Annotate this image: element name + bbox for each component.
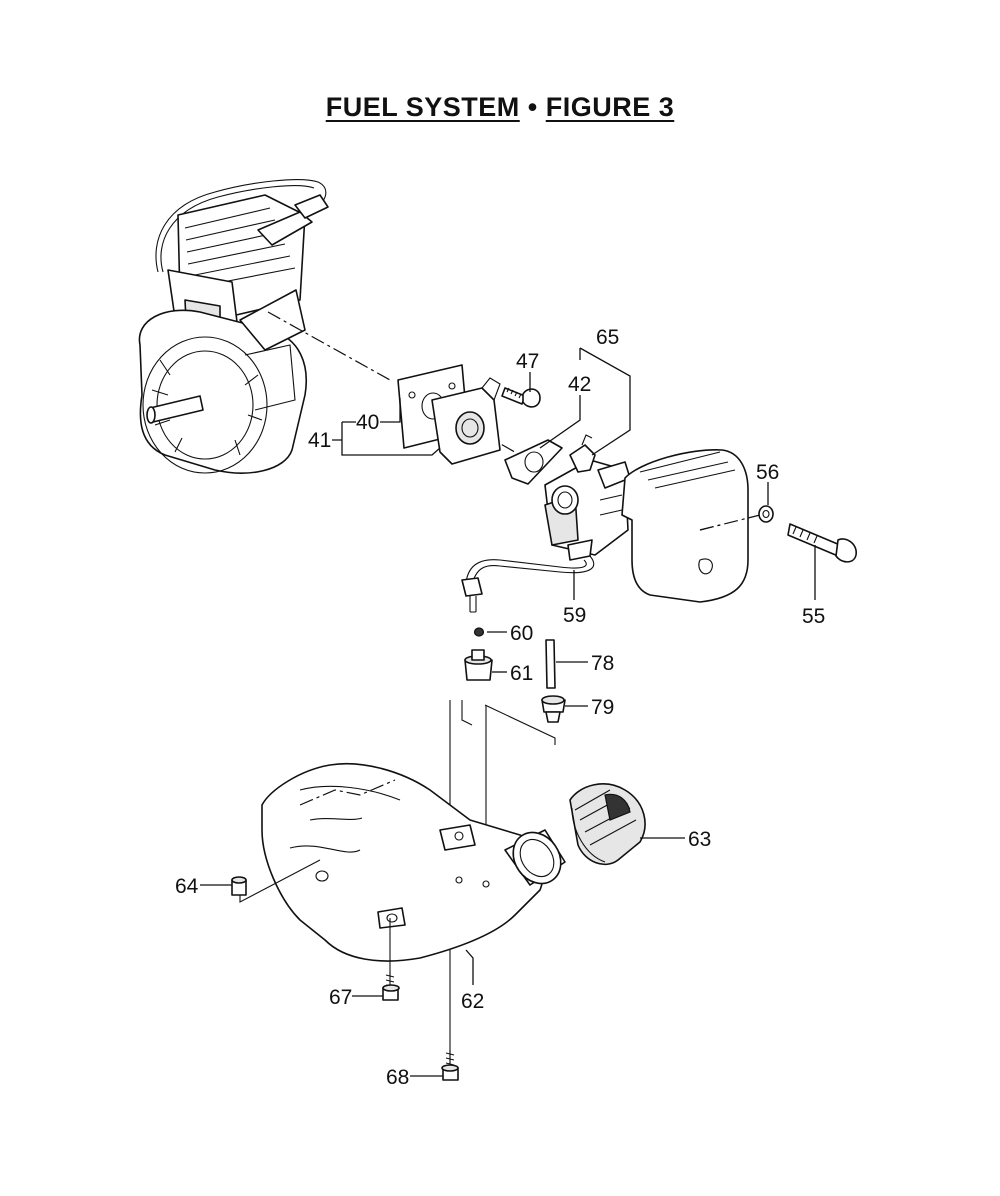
leader-65 [579,347,631,456]
label-40: 40 [356,411,379,434]
label-62: 62 [461,990,484,1013]
part-55-long-bolt [787,523,857,563]
figure-title: FUEL SYSTEM • FIGURE 3 [0,92,1000,123]
part-41-insulator [431,377,501,465]
part-42-carb-gasket [504,439,563,485]
label-63: 63 [688,828,711,851]
part-67-screw [382,972,400,1001]
part-64-bushing [231,859,321,903]
part-65-carburetor [544,434,631,561]
label-59: 59 [563,604,586,627]
bracket-primer [461,700,473,726]
title-right: FIGURE 3 [545,92,675,122]
leader-62 [465,949,474,985]
part-63-fuel-cap [569,783,646,866]
part-59-fuel-line [461,555,595,613]
leader-40 [380,398,401,423]
part-62-fuel-tank [261,762,566,975]
label-64: 64 [175,875,199,898]
label-41: 41 [308,429,331,452]
air-cleaner-cover [621,449,761,603]
part-47-bolt [501,387,541,408]
part-79-grommet [541,695,566,723]
label-65: 65 [596,326,619,349]
label-61: 61 [510,662,533,685]
label-60: 60 [510,622,533,645]
title-separator: • [527,92,538,122]
label-67: 67 [329,986,352,1009]
part-78-return-pipe [545,639,556,689]
leader-41 [332,421,441,456]
label-68: 68 [386,1066,409,1089]
label-78: 78 [591,652,614,675]
label-42: 42 [568,373,591,396]
label-56: 56 [756,461,779,484]
bracket-grommet [484,704,556,745]
label-47: 47 [516,350,539,373]
centerline-engine [267,311,391,381]
engine-assembly [138,179,329,474]
label-79: 79 [591,696,614,719]
label-55: 55 [802,605,825,628]
leader-42 [539,395,581,449]
part-61-primer [464,649,493,681]
title-left: FUEL SYSTEM [325,92,520,122]
part-68-screw [441,1050,459,1081]
part-56-washer [758,505,774,523]
part-60-fuel-filter [473,627,485,637]
